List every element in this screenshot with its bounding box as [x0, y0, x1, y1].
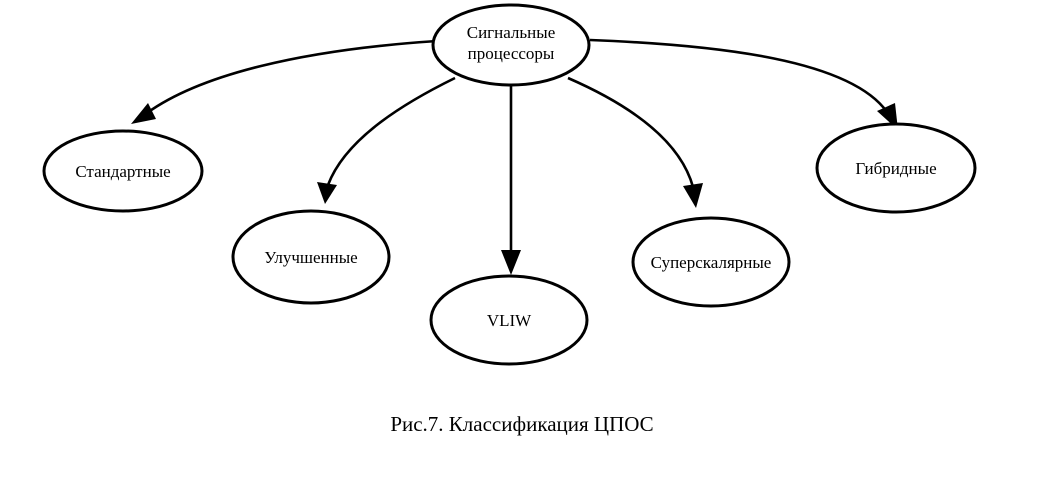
node-root-label-line2: процессоры	[468, 44, 555, 63]
node-vliw-ellipse	[429, 274, 589, 366]
figure-caption: Рис.7. Классификация ЦПОС	[390, 412, 654, 436]
node-hybrid-ellipse	[815, 122, 977, 214]
node-superscalar-ellipse	[631, 216, 791, 308]
node-improved-label: Улучшенные	[264, 248, 357, 267]
node-root: Сигнальные процессоры	[431, 3, 591, 87]
diagram-nodes: Сигнальные процессоры Стандартные Улучше…	[42, 3, 977, 366]
arrowhead-standard	[131, 103, 156, 124]
node-hybrid: Гибридные	[815, 122, 977, 214]
node-standard: Стандартные	[42, 129, 204, 213]
node-superscalar: Суперскалярные	[631, 216, 791, 308]
edge-root-to-superscalar	[567, 76, 695, 188]
arrowhead-superscalar	[683, 183, 703, 208]
node-standard-label: Стандартные	[75, 162, 170, 181]
node-standard-ellipse	[42, 129, 204, 213]
diagram-edges	[131, 38, 898, 275]
edge-root-to-standard	[146, 39, 438, 115]
arrowhead-vliw	[501, 250, 521, 275]
node-superscalar-label: Суперскалярные	[651, 253, 772, 272]
edge-root-to-improved	[326, 76, 456, 186]
node-hybrid-label: Гибридные	[855, 159, 936, 178]
node-root-label-line1: Сигнальные	[467, 23, 556, 42]
node-vliw: VLIW	[429, 274, 589, 366]
node-improved: Улучшенные	[231, 209, 391, 305]
edge-root-to-hybrid	[589, 38, 889, 113]
node-improved-ellipse	[231, 209, 391, 305]
node-vliw-label: VLIW	[487, 311, 532, 330]
arrowhead-improved	[317, 182, 337, 204]
node-root-ellipse	[431, 3, 591, 87]
